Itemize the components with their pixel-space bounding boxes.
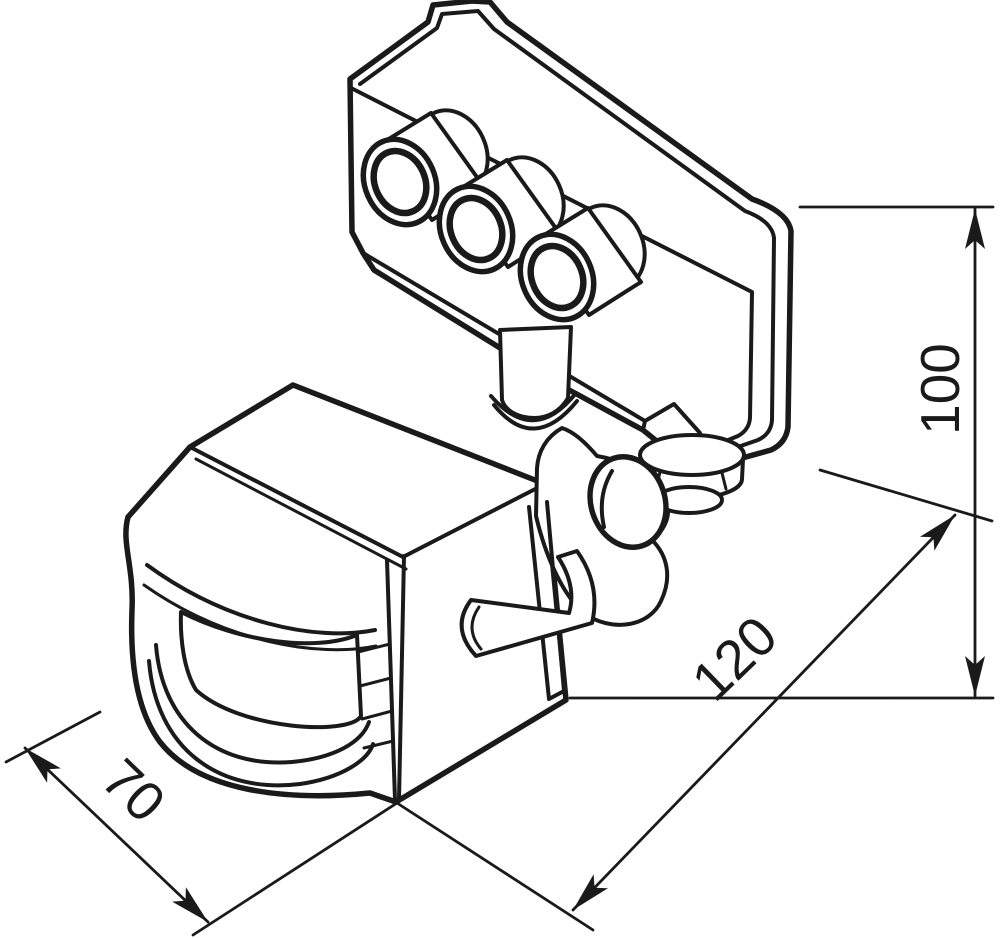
pir-lens-window	[178, 610, 363, 730]
dim-label-height: 100	[909, 343, 971, 435]
sensor-ribs	[356, 642, 395, 750]
pir-lens-ring-2	[147, 659, 375, 788]
ring-nut	[638, 433, 746, 515]
dimension-width: 70	[23, 746, 210, 924]
head-rim	[358, 9, 776, 461]
ext-line-width-lower	[191, 801, 399, 937]
sensor-top-edge	[188, 445, 405, 559]
floodlight-head	[347, 0, 794, 473]
sensor-top-bevel	[194, 457, 408, 571]
lens-hood-edge	[145, 563, 377, 636]
ext-line-depth-upper	[818, 468, 994, 523]
sensor-housing	[123, 382, 569, 805]
led-lens-2	[436, 155, 566, 275]
pir-lens-ring-1	[154, 643, 371, 765]
ext-line-width-upper	[4, 710, 102, 764]
dim-label-depth: 120	[680, 604, 789, 712]
sensor-body	[123, 382, 569, 805]
mounting-strap	[527, 500, 566, 701]
sensor-corner-edge	[401, 482, 547, 559]
dim-line-width	[23, 746, 210, 924]
dimension-height: 100	[909, 207, 985, 698]
led-lens-3	[517, 203, 647, 323]
dim-line-depth	[571, 513, 957, 912]
head-front-panel	[349, 86, 754, 453]
sensor-corner-strip	[385, 554, 406, 802]
ext-line-depth-lower	[395, 801, 595, 932]
mounting-stem	[489, 325, 579, 431]
